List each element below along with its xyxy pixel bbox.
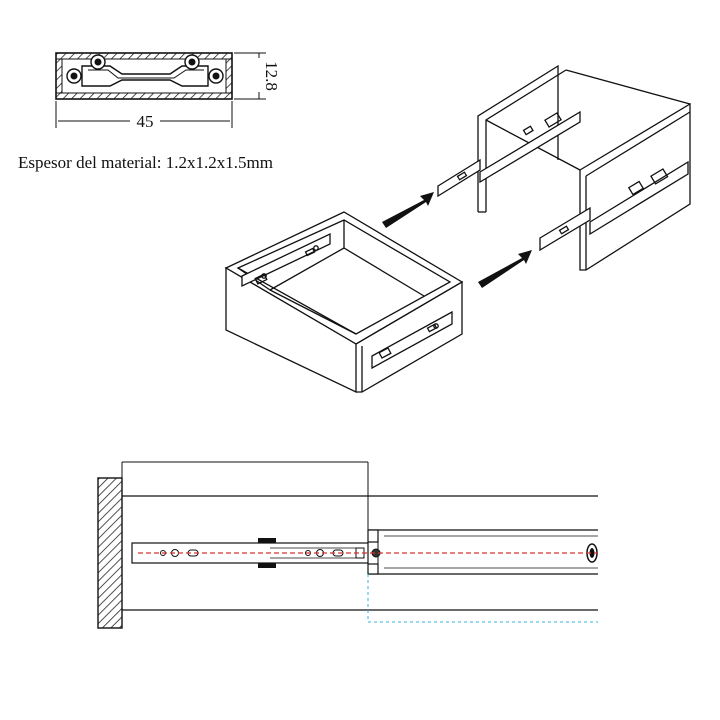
material-thickness-caption: Espesor del material: 1.2x1.2x1.5mm: [18, 153, 273, 172]
back-wall: [97, 477, 123, 629]
width-dimension-label: 45: [137, 112, 154, 131]
slide-profile-section: 45 12.8: [55, 52, 281, 131]
installation-side-view: [97, 461, 598, 629]
cabinet-illustration: [437, 64, 691, 271]
height-dimension-label: 12.8: [262, 61, 281, 91]
drawer-box-illustration: [224, 211, 464, 394]
insert-arrow-icon: [478, 250, 532, 288]
insert-arrow-icon: [382, 192, 434, 228]
